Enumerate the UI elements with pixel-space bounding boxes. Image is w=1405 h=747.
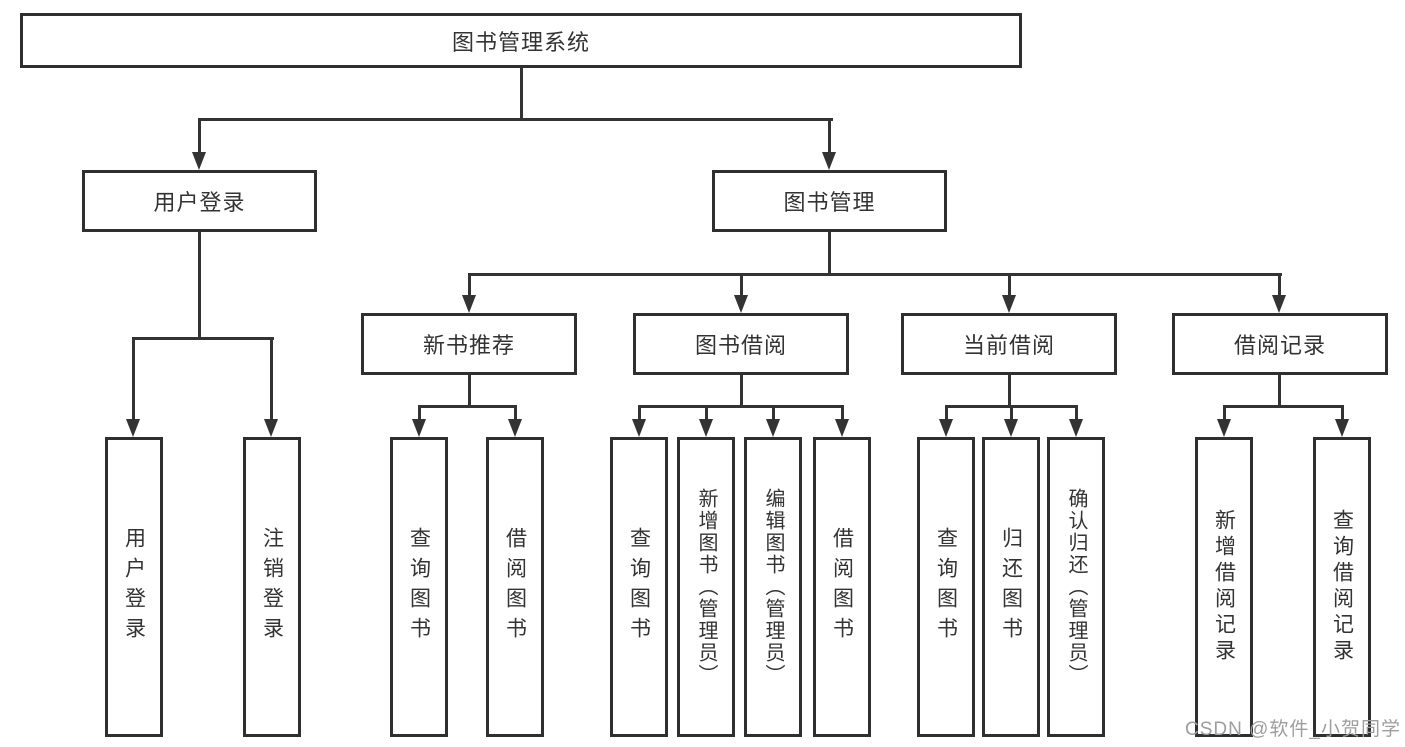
arrowhead-cb-query xyxy=(939,419,953,437)
csdn-watermark: CSDN @软件_小贺同学 xyxy=(1185,719,1401,740)
connector-drop-borrow-record xyxy=(1278,273,1281,295)
node-label: 查询图书 xyxy=(407,527,431,647)
node-leaf-nbr-borrow-books: 借阅图书 xyxy=(486,437,544,737)
arrowhead-book-mgmt xyxy=(822,152,836,170)
arrowhead-bb-edit xyxy=(766,419,780,437)
node-label: 新增借阅记录 xyxy=(1212,509,1236,665)
connector-bus-level3 xyxy=(468,273,1282,276)
node-label: 新书推荐 xyxy=(422,333,515,358)
connector-root-stem xyxy=(520,68,523,118)
arrowhead-br-query xyxy=(1335,419,1349,437)
arrowhead-new-book xyxy=(462,295,476,313)
arrowhead-borrow-record xyxy=(1272,295,1286,313)
connector-drop-cb-query xyxy=(945,405,948,419)
node-current-borrowing: 当前借阅 xyxy=(901,313,1117,375)
node-book-management: 图书管理 xyxy=(712,170,947,232)
node-label: 图书管理 xyxy=(783,190,876,215)
connector-drop-bb-query xyxy=(638,405,641,419)
node-label: 编辑图书（管理员） xyxy=(762,488,784,686)
node-leaf-br-query-record: 查询借阅记录 xyxy=(1313,437,1371,737)
node-user-login: 用户登录 xyxy=(82,170,317,232)
connector-cb-stem xyxy=(1008,375,1011,405)
node-label: 用户登录 xyxy=(153,190,246,215)
node-label: 图书管理系统 xyxy=(451,29,590,55)
node-label: 借阅记录 xyxy=(1233,333,1326,358)
arrowhead-book-borrow xyxy=(734,295,748,313)
connector-drop-logout xyxy=(270,337,273,421)
node-leaf-logout: 注销登录 xyxy=(243,437,301,737)
connector-drop-nbr-borrow xyxy=(514,405,517,419)
connector-bus-user-login xyxy=(132,337,274,340)
connector-bus-bb xyxy=(638,405,844,408)
node-library-system: 图书管理系统 xyxy=(20,13,1022,68)
node-leaf-bb-borrow-books: 借阅图书 xyxy=(813,437,871,737)
node-new-book-recommend: 新书推荐 xyxy=(361,313,577,375)
connector-drop-cb-confirm xyxy=(1075,405,1078,419)
connector-bus-br xyxy=(1223,405,1344,408)
node-label: 借阅图书 xyxy=(503,527,527,647)
node-label: 用户登录 xyxy=(122,527,146,647)
node-leaf-bb-query-books: 查询图书 xyxy=(610,437,668,737)
arrowhead-logout xyxy=(264,419,278,437)
node-label: 新增图书（管理员） xyxy=(695,488,717,686)
arrowhead-nbr-query xyxy=(412,419,426,437)
node-label: 查询借阅记录 xyxy=(1330,509,1354,665)
node-label: 查询图书 xyxy=(627,527,651,647)
connector-drop-cb-return xyxy=(1010,405,1013,419)
arrowhead-bb-borrow xyxy=(835,419,849,437)
connector-drop-login xyxy=(132,337,135,421)
connector-drop-bb-add xyxy=(705,405,708,419)
arrowhead-cb-confirm xyxy=(1069,419,1083,437)
connector-br-stem xyxy=(1278,375,1281,405)
node-leaf-nbr-query-books: 查询图书 xyxy=(390,437,448,737)
node-label: 借阅图书 xyxy=(830,527,854,647)
arrowhead-nbr-borrow xyxy=(508,419,522,437)
connector-drop-new-book xyxy=(468,273,471,295)
node-leaf-bb-edit-books-admin: 编辑图书（管理员） xyxy=(744,437,802,737)
connector-drop-user-login xyxy=(198,118,201,154)
connector-drop-book-borrow xyxy=(740,273,743,295)
node-book-borrowing: 图书借阅 xyxy=(633,313,849,375)
connector-drop-nbr-query xyxy=(418,405,421,419)
connector-bb-stem xyxy=(740,375,743,405)
connector-bus-nbr xyxy=(418,405,517,408)
node-leaf-cb-confirm-return-admin: 确认归还（管理员） xyxy=(1047,437,1105,737)
arrowhead-br-add xyxy=(1217,419,1231,437)
node-leaf-cb-return-books: 归还图书 xyxy=(982,437,1040,737)
connector-drop-br-query xyxy=(1341,405,1344,419)
connector-drop-current-borrow xyxy=(1008,273,1011,295)
node-label: 确认归还（管理员） xyxy=(1065,488,1087,686)
connector-book-mgmt-stem xyxy=(828,232,831,273)
node-label: 查询图书 xyxy=(934,527,958,647)
connector-nbr-stem xyxy=(468,375,471,405)
node-borrow-records: 借阅记录 xyxy=(1172,313,1388,375)
arrowhead-bb-query xyxy=(632,419,646,437)
arrowhead-current-borrow xyxy=(1002,295,1016,313)
arrowhead-bb-add xyxy=(699,419,713,437)
node-leaf-br-add-record: 新增借阅记录 xyxy=(1195,437,1253,737)
connector-drop-book-mgmt xyxy=(828,118,831,154)
arrowhead-user-login xyxy=(192,152,206,170)
connector-drop-br-add xyxy=(1223,405,1226,419)
node-leaf-user-login: 用户登录 xyxy=(105,437,163,737)
node-label: 归还图书 xyxy=(999,527,1023,647)
arrowhead-login xyxy=(126,419,140,437)
connector-user-login-stem xyxy=(198,232,201,337)
node-label: 注销登录 xyxy=(260,527,284,647)
node-label: 当前借阅 xyxy=(962,333,1055,358)
connector-bus-level2 xyxy=(198,118,833,121)
node-leaf-bb-add-books-admin: 新增图书（管理员） xyxy=(677,437,735,737)
arrowhead-cb-return xyxy=(1004,419,1018,437)
connector-drop-bb-borrow xyxy=(841,405,844,419)
node-leaf-cb-query-books: 查询图书 xyxy=(917,437,975,737)
node-label: 图书借阅 xyxy=(694,333,787,358)
connector-drop-bb-edit xyxy=(772,405,775,419)
